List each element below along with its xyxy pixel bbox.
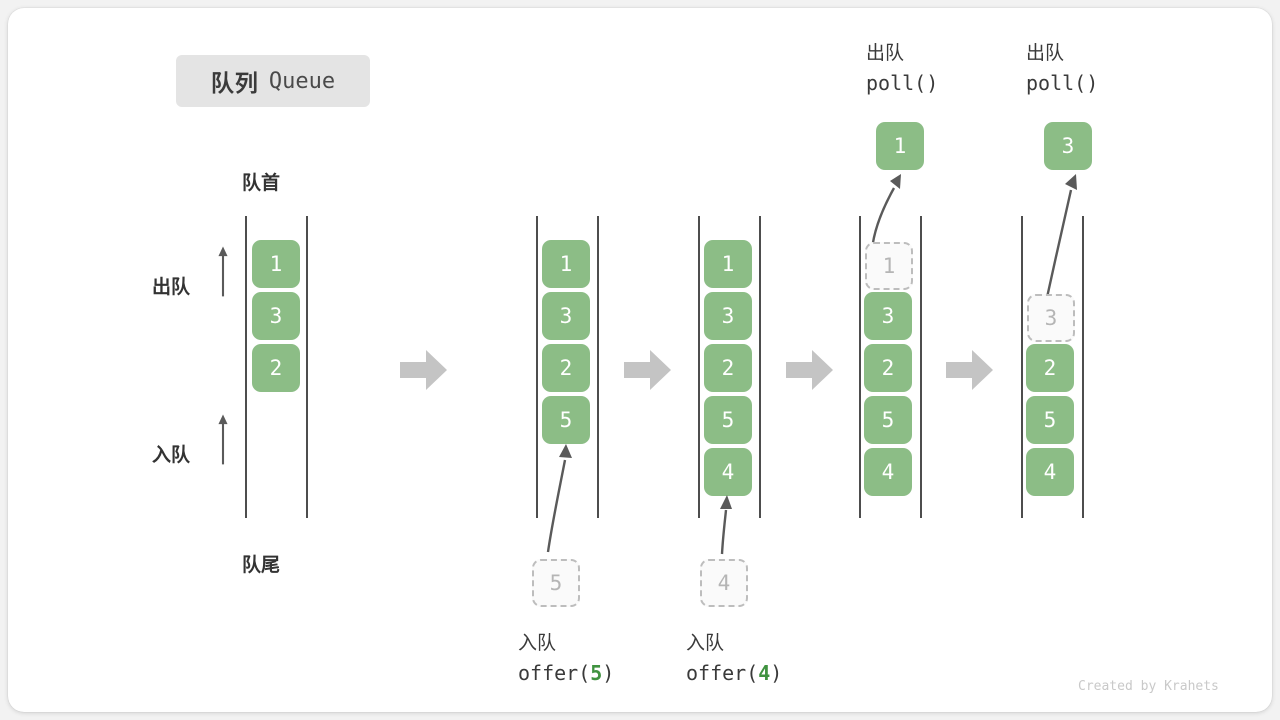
pending-element-ghost: 4 — [700, 559, 748, 607]
title-badge: 队列 Queue — [176, 55, 370, 107]
panel-offer4-rail-right — [759, 216, 761, 518]
enqueue-direction-arrow-icon — [218, 414, 228, 465]
queue-element: 5 — [864, 396, 912, 444]
queue-element: 3 — [252, 292, 300, 340]
panel-poll1-rail-right — [920, 216, 922, 518]
removed-element-ghost: 3 — [1027, 294, 1075, 342]
panel-poll1-header: 出队 poll() — [866, 38, 938, 95]
caption-mono: offer(5) — [518, 661, 615, 685]
panel-offer5-rail-right — [597, 216, 599, 518]
step-arrow-icon — [400, 350, 447, 390]
panel-poll3-rail-right — [1082, 216, 1084, 518]
queue-element: 5 — [704, 396, 752, 444]
queue-element: 2 — [1026, 344, 1074, 392]
panel-offer4-caption: 入队 offer(4) — [686, 628, 782, 685]
header-mono: poll() — [866, 71, 939, 95]
queue-element: 4 — [1026, 448, 1074, 496]
step-arrow-icon — [946, 350, 993, 390]
enqueue-arrow-icon — [720, 495, 732, 555]
dequeue-arrow-icon — [1044, 174, 1077, 303]
panel-poll3-rail-left — [1021, 216, 1023, 518]
enqueue-arrow-icon — [546, 444, 572, 553]
queue-element: 3 — [864, 292, 912, 340]
panel-initial-rail-left — [245, 216, 247, 518]
caption-cn: 入队 — [686, 633, 725, 654]
diagram-card: 队列 Queue 队首 队尾 出队 入队 1 3 — [8, 8, 1272, 712]
panel-poll1-rail-left — [859, 216, 861, 518]
enqueue-side-label: 入队 — [152, 445, 191, 466]
panel-initial-head-label: 队首 — [242, 173, 281, 194]
queue-element: 4 — [864, 448, 912, 496]
queue-element: 2 — [542, 344, 590, 392]
queue-element: 3 — [704, 292, 752, 340]
queue-element: 1 — [542, 240, 590, 288]
popped-element: 1 — [876, 122, 924, 170]
queue-element-new: 4 — [704, 448, 752, 496]
queue-element: 1 — [704, 240, 752, 288]
header-cn: 出队 — [1026, 43, 1065, 64]
panel-offer4-rail-left — [698, 216, 700, 518]
dequeue-side-label: 出队 — [152, 277, 191, 298]
step-arrow-icon — [786, 350, 833, 390]
step-arrow-icon — [624, 350, 671, 390]
caption-cn: 入队 — [518, 633, 557, 654]
title-en: Queue — [268, 68, 336, 94]
popped-element: 3 — [1044, 122, 1092, 170]
header-mono: poll() — [1026, 71, 1099, 95]
caption-arg: 4 — [758, 661, 771, 685]
removed-element-ghost: 1 — [865, 242, 913, 290]
queue-element: 2 — [252, 344, 300, 392]
caption-arg: 5 — [590, 661, 603, 685]
queue-element: 5 — [1026, 396, 1074, 444]
pending-element-ghost: 5 — [532, 559, 580, 607]
title-cn: 队列 — [210, 70, 259, 96]
queue-element: 3 — [542, 292, 590, 340]
panel-poll3-header: 出队 poll() — [1026, 38, 1098, 95]
dequeue-direction-arrow-icon — [218, 246, 228, 297]
credit-text: Created by Krahets — [1078, 679, 1219, 694]
queue-element-new: 5 — [542, 396, 590, 444]
caption-mono: offer(4) — [686, 661, 783, 685]
panel-offer5-rail-left — [536, 216, 538, 518]
queue-element: 1 — [252, 240, 300, 288]
panel-initial-rail-right — [306, 216, 308, 518]
queue-element: 2 — [704, 344, 752, 392]
header-cn: 出队 — [866, 43, 905, 64]
queue-element: 2 — [864, 344, 912, 392]
panel-offer5-caption: 入队 offer(5) — [518, 628, 614, 685]
panel-initial-tail-label: 队尾 — [242, 555, 281, 576]
